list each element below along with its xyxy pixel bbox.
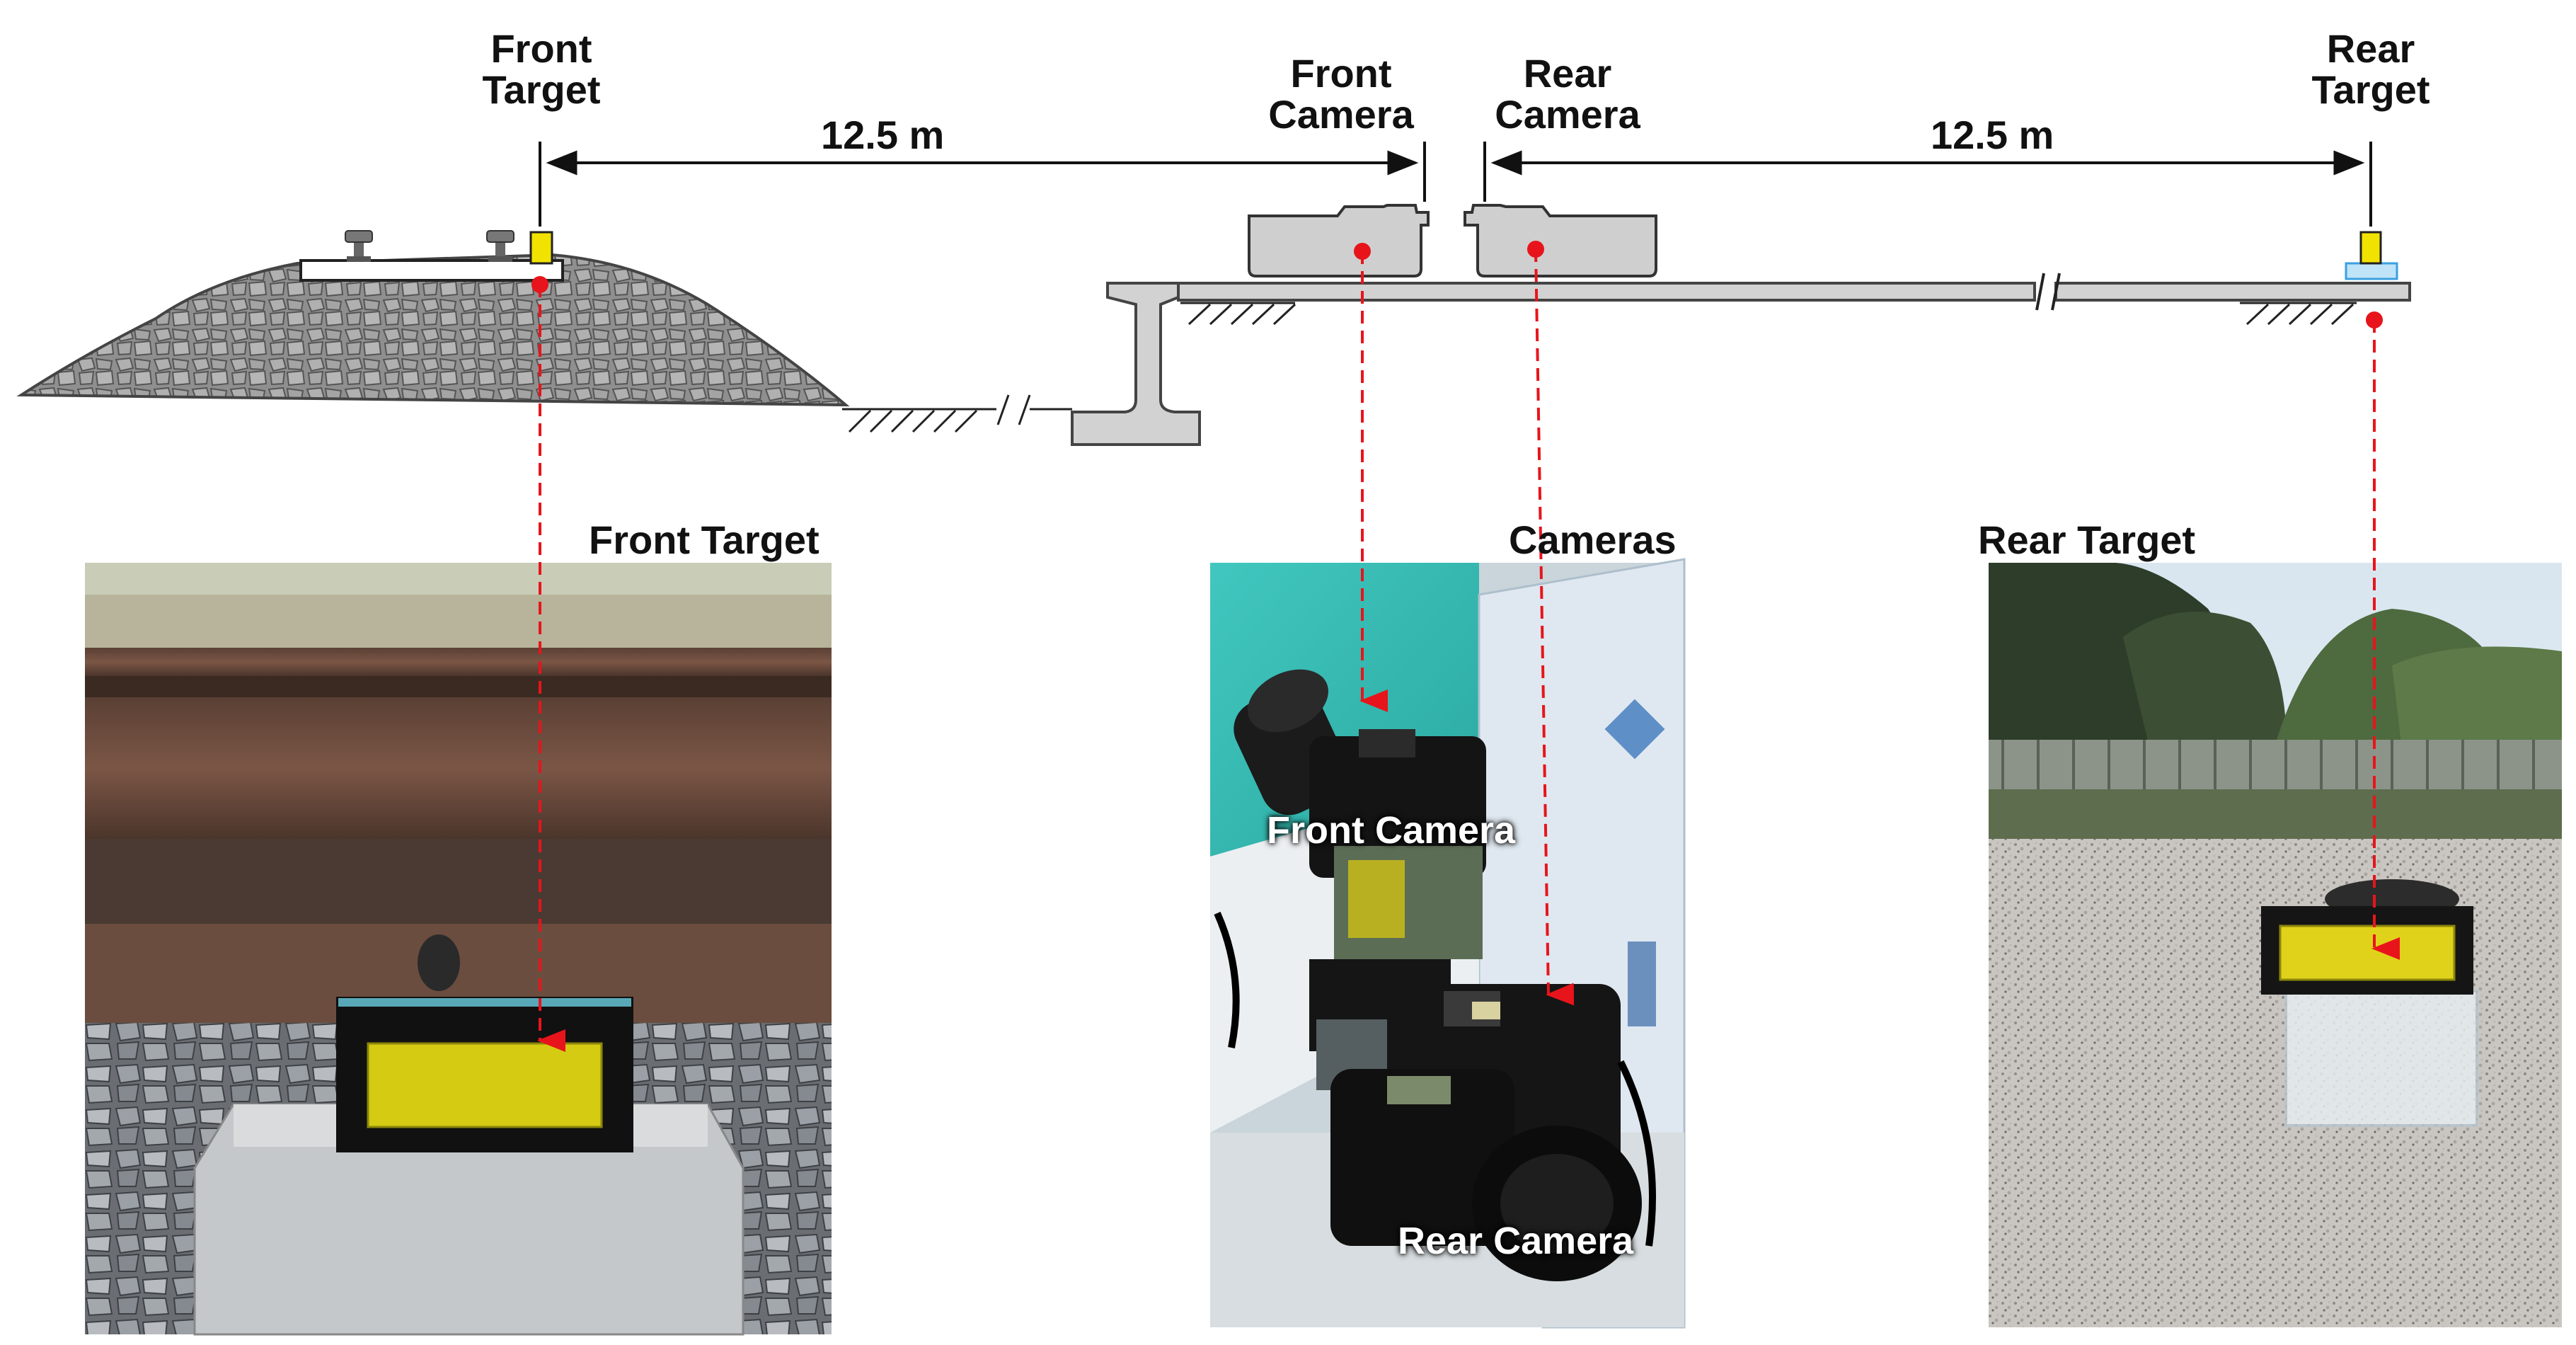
ground-hatch-left — [842, 394, 1072, 433]
rear-target-photo — [1989, 563, 2562, 1327]
rear-camera-photo-label: Rear Camera — [1398, 1220, 1634, 1262]
leader-rear-camera — [1534, 248, 1575, 1006]
bridge-abutment — [1071, 282, 1201, 446]
front-target-photo-label: Front Target — [589, 517, 820, 562]
cameras-photo-label: Cameras — [1509, 517, 1677, 562]
rear-camera-label: Rear Camera — [1495, 51, 1640, 137]
right-distance-label: 12.5 m — [1931, 113, 2054, 157]
front-camera-photo-body — [1234, 669, 1486, 1051]
deck-support-hatch-left — [1180, 302, 1296, 326]
deck-support-hatch-right — [2240, 302, 2357, 326]
front-camera-schematic — [1248, 204, 1430, 277]
rail-right — [486, 230, 514, 262]
front-target-photo — [85, 563, 832, 1336]
sleeper — [299, 259, 564, 282]
front-camera-photo-label: Front Camera — [1267, 809, 1516, 852]
rear-camera-photo-body — [1316, 984, 1642, 1281]
dimension-right — [1483, 142, 2372, 227]
rear-target-photo-label: Rear Target — [1978, 517, 2196, 562]
ballast-embankment — [16, 230, 850, 407]
dimension-left — [539, 142, 1426, 227]
left-distance-label: 12.5 m — [821, 113, 945, 157]
rear-target-label: Rear Target — [2311, 26, 2430, 112]
leader-lines — [537, 248, 2400, 1052]
front-target-label: Front Target — [482, 26, 601, 112]
bridge-deck — [1177, 273, 2411, 311]
cameras-photo — [1210, 558, 1686, 1329]
rear-target-schematic — [2345, 231, 2398, 280]
leader-dots — [531, 241, 2383, 328]
rear-camera-schematic — [1464, 204, 1657, 277]
front-target-schematic — [529, 231, 553, 265]
rail-left — [345, 230, 373, 262]
front-camera-label: Front Camera — [1268, 51, 1414, 137]
